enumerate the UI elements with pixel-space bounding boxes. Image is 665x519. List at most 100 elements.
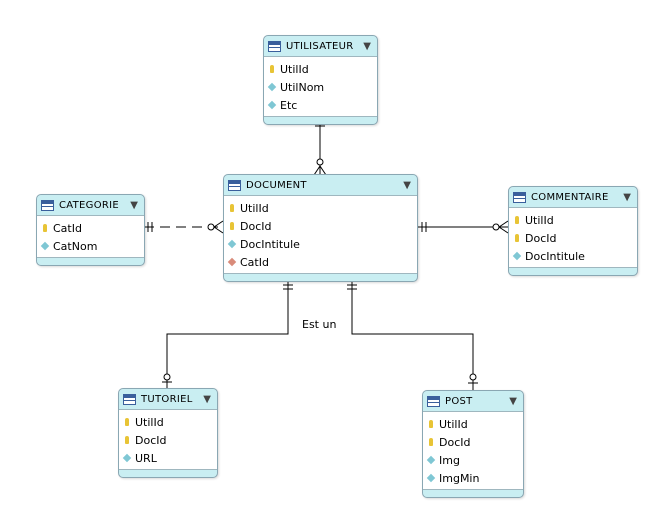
entity-title: POST: [445, 395, 473, 407]
key-icon: [427, 438, 435, 446]
field-row[interactable]: UtilId: [224, 199, 417, 217]
field-row[interactable]: DocId: [423, 433, 523, 451]
field-row[interactable]: UtilNom: [264, 78, 377, 96]
field-row[interactable]: UtilId: [119, 413, 217, 431]
field-row[interactable]: DocIntitule: [224, 235, 417, 253]
entity-footer: [264, 116, 377, 124]
field-name: UtilId: [439, 417, 468, 431]
table-icon: [513, 191, 526, 203]
entity-post[interactable]: POST ▼ UtilId DocId Img ImgMin: [422, 390, 524, 498]
key-icon: [228, 204, 236, 212]
field-name: CatId: [53, 221, 82, 235]
entity-header[interactable]: CATEGORIE ▼: [37, 195, 144, 216]
attribute-icon: [426, 473, 436, 483]
attribute-icon: [227, 239, 237, 249]
entity-header[interactable]: DOCUMENT ▼: [224, 175, 417, 196]
field-name: URL: [135, 451, 157, 465]
attribute-icon: [267, 100, 277, 110]
entity-tutoriel[interactable]: TUTORIEL ▼ UtilId DocId URL: [118, 388, 218, 478]
field-row[interactable]: DocIntitule: [509, 247, 637, 265]
relation-document-commentaire: [417, 220, 509, 234]
entity-utilisateur[interactable]: UTILISATEUR ▼ UtilId UtilNom Etc: [263, 35, 378, 125]
field-row[interactable]: CatId: [37, 219, 144, 237]
field-name: DocId: [439, 435, 471, 449]
dropdown-arrow-icon[interactable]: ▼: [623, 191, 631, 203]
table-icon: [427, 395, 440, 407]
table-icon: [268, 40, 281, 52]
field-row[interactable]: UtilId: [509, 211, 637, 229]
key-icon: [268, 65, 276, 73]
entity-categorie[interactable]: CATEGORIE ▼ CatId CatNom: [36, 194, 145, 266]
key-icon: [123, 436, 131, 444]
attribute-icon: [426, 455, 436, 465]
dropdown-arrow-icon[interactable]: ▼: [403, 179, 411, 191]
field-row[interactable]: CatNom: [37, 237, 144, 255]
field-name: DocIntitule: [240, 237, 300, 251]
table-icon: [228, 179, 241, 191]
field-name: UtilId: [525, 213, 554, 227]
entity-title: DOCUMENT: [246, 179, 307, 191]
dropdown-arrow-icon[interactable]: ▼: [363, 40, 371, 52]
field-name: DocId: [135, 433, 167, 447]
entity-header[interactable]: POST ▼: [423, 391, 523, 412]
relation-categorie-document: [144, 220, 224, 234]
attribute-icon: [267, 82, 277, 92]
key-icon: [427, 420, 435, 428]
field-row[interactable]: URL: [119, 449, 217, 467]
field-row[interactable]: DocId: [509, 229, 637, 247]
field-name: DocId: [525, 231, 557, 245]
field-row[interactable]: Etc: [264, 96, 377, 114]
dropdown-arrow-icon[interactable]: ▼: [509, 395, 517, 407]
relation-utilisateur-document: [313, 118, 327, 176]
entity-header[interactable]: UTILISATEUR ▼: [264, 36, 377, 57]
field-row[interactable]: ImgMin: [423, 469, 523, 487]
entity-footer: [37, 257, 144, 265]
entity-header[interactable]: TUTORIEL ▼: [119, 389, 217, 410]
field-name: UtilId: [280, 62, 309, 76]
relation-document-tutoriel: [162, 280, 293, 388]
inheritance-label: Est un: [302, 318, 337, 331]
attribute-icon: [512, 251, 522, 261]
field-name: CatId: [240, 255, 269, 269]
dropdown-arrow-icon[interactable]: ▼: [203, 393, 211, 405]
entity-commentaire[interactable]: COMMENTAIRE ▼ UtilId DocId DocIntitule: [508, 186, 638, 276]
field-name: DocId: [240, 219, 272, 233]
relation-document-post: [347, 280, 478, 390]
table-icon: [123, 393, 136, 405]
field-row[interactable]: CatId: [224, 253, 417, 271]
field-name: Img: [439, 453, 460, 467]
dropdown-arrow-icon[interactable]: ▼: [130, 199, 138, 211]
attribute-icon: [40, 241, 50, 251]
field-name: CatNom: [53, 239, 98, 253]
entity-title: TUTORIEL: [141, 393, 193, 405]
entity-document[interactable]: DOCUMENT ▼ UtilId DocId DocIntitule CatI…: [223, 174, 418, 282]
field-name: DocIntitule: [525, 249, 585, 263]
key-icon: [123, 418, 131, 426]
key-icon: [228, 222, 236, 230]
field-row[interactable]: UtilId: [423, 415, 523, 433]
field-row[interactable]: Img: [423, 451, 523, 469]
foreign-key-icon: [227, 257, 237, 267]
entity-footer: [224, 273, 417, 281]
entity-header[interactable]: COMMENTAIRE ▼: [509, 187, 637, 208]
field-row[interactable]: DocId: [119, 431, 217, 449]
field-name: UtilId: [135, 415, 164, 429]
entity-footer: [509, 267, 637, 275]
key-icon: [513, 234, 521, 242]
table-icon: [41, 199, 54, 211]
entity-title: UTILISATEUR: [286, 40, 354, 52]
field-name: UtilNom: [280, 80, 325, 94]
field-row[interactable]: UtilId: [264, 60, 377, 78]
entity-title: CATEGORIE: [59, 199, 120, 211]
key-icon: [41, 224, 49, 232]
entity-footer: [119, 469, 217, 477]
attribute-icon: [122, 453, 132, 463]
key-icon: [513, 216, 521, 224]
entity-title: COMMENTAIRE: [531, 191, 609, 203]
entity-footer: [423, 489, 523, 497]
field-name: UtilId: [240, 201, 269, 215]
field-row[interactable]: DocId: [224, 217, 417, 235]
field-name: ImgMin: [439, 471, 480, 485]
field-name: Etc: [280, 98, 298, 112]
